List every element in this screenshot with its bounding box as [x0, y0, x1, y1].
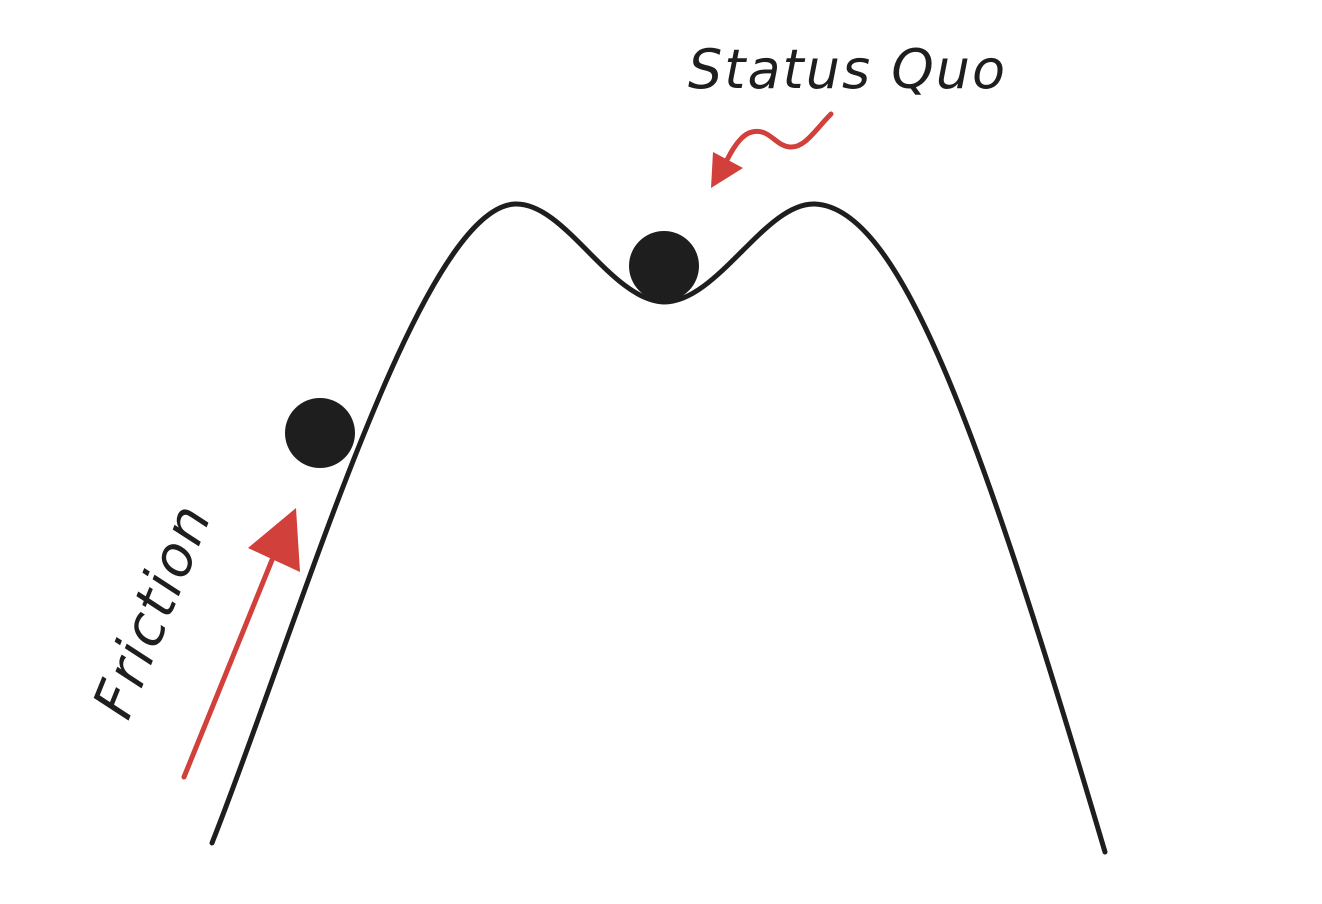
hill-curve — [209, 201, 1108, 855]
friction-arrowhead — [248, 508, 300, 572]
status-quo-arrowhead — [711, 152, 743, 188]
status-quo-arrow — [711, 111, 834, 188]
slope-ball — [285, 398, 355, 468]
status-quo-ball — [629, 231, 699, 301]
status-quo-label: Status Quo — [688, 38, 1007, 101]
friction-label: Friction — [81, 494, 226, 727]
friction-arrow — [181, 508, 300, 780]
